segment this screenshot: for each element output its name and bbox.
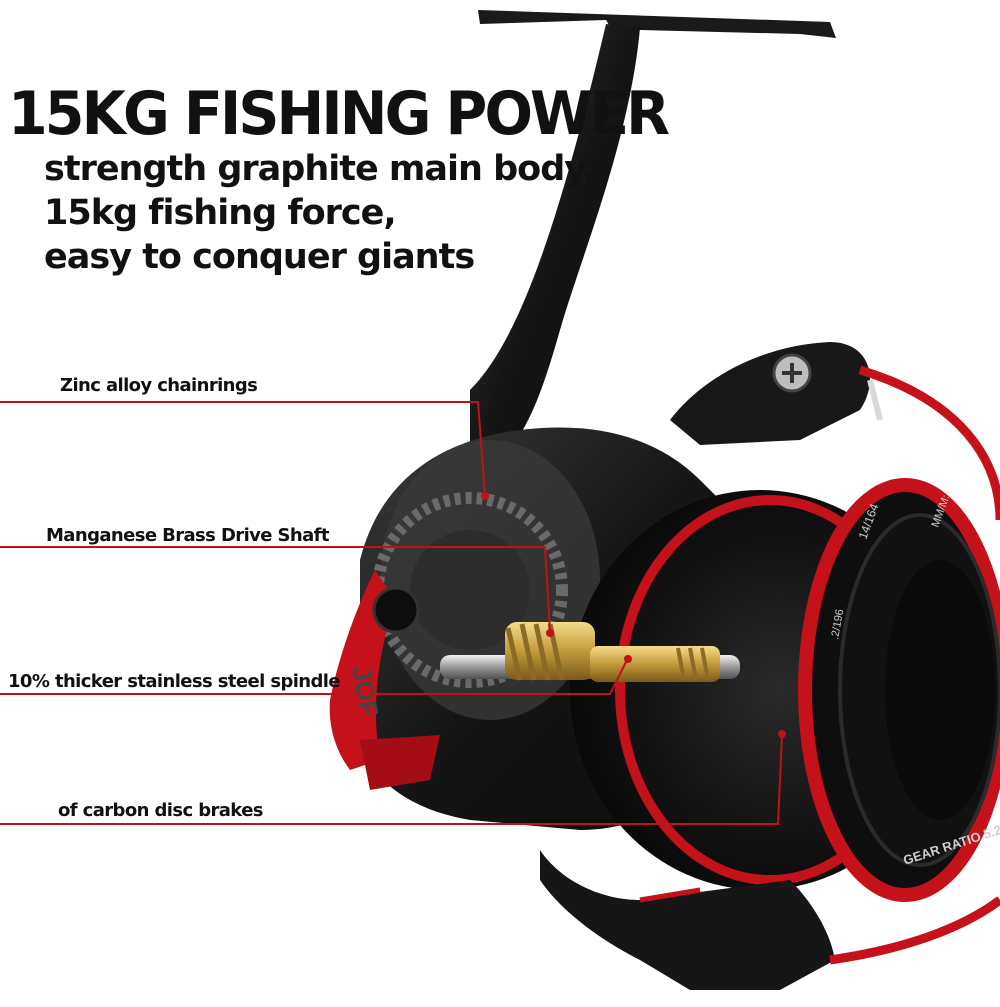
- reel-stem: [470, 24, 640, 480]
- handle-knob: [372, 586, 420, 634]
- rotor-arm: [540, 850, 835, 990]
- description-line-2: 15kg fishing force,: [44, 193, 397, 233]
- callout-chainrings: Zinc alloy chainrings: [60, 375, 258, 396]
- lower-bail-wire: [829, 896, 1000, 965]
- brass-drive-shaft: [505, 622, 595, 680]
- callout-dot-chainrings: [481, 492, 489, 500]
- callout-spindle: 10% thicker stainless steel spindle: [8, 671, 341, 692]
- callout-disc-brakes: of carbon disc brakes: [58, 800, 264, 821]
- bail-arm: [670, 342, 870, 445]
- callout-line-disc-brakes: [0, 734, 783, 825]
- description-line-1: strength graphite main body,: [44, 149, 597, 189]
- headline: 15KG FISHING POWER: [8, 79, 670, 149]
- callout-dot-spindle: [624, 655, 632, 663]
- callout-line-drive-shaft: [0, 546, 551, 633]
- spool-capacity-text-3: .2/196: [829, 608, 846, 640]
- callout-line-spindle: [0, 659, 628, 695]
- bail-wire: [858, 365, 1000, 521]
- callout-line-chainrings: [0, 401, 486, 496]
- reel-foot: [478, 10, 836, 38]
- callout-drive-shaft: Manganese Brass Drive Shaft: [46, 525, 330, 546]
- callout-dot-disc-brakes: [778, 730, 786, 738]
- description-line-3: easy to conquer giants: [44, 237, 475, 277]
- callout-dot-drive-shaft: [546, 629, 554, 637]
